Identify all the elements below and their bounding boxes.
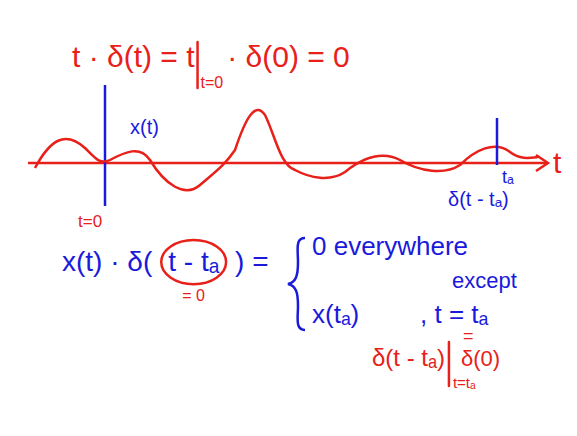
case-brace xyxy=(288,238,305,330)
formula-text: , t = tₐ xyxy=(420,300,488,330)
evaluation-bar xyxy=(448,342,451,386)
formula-text: t=0 xyxy=(201,74,224,92)
signal-curve xyxy=(35,110,538,190)
formula-text: t · δ(t) = t xyxy=(72,40,195,75)
formula-text: ) = xyxy=(235,246,268,278)
formula-text: x(tₐ) xyxy=(312,300,359,330)
formula-text: x(t) xyxy=(130,116,159,139)
formula-text: x(t) · δ( xyxy=(62,246,152,278)
formula-text: t - tₐ xyxy=(168,246,219,278)
highlight-circle xyxy=(161,240,226,284)
formula-text: except xyxy=(452,268,517,293)
formula-text: δ(t - tₐ) xyxy=(372,344,445,372)
formula-text: tₐ xyxy=(502,167,514,188)
formula-text: = xyxy=(463,326,474,347)
formula-text: t=0 xyxy=(78,212,102,232)
formula-text: 0 everywhere xyxy=(312,232,468,262)
formula-text: t=tₐ xyxy=(453,374,476,391)
formula-text: · δ(0) = 0 xyxy=(227,40,350,75)
formula-text: t xyxy=(553,146,561,181)
impulse-line xyxy=(496,118,499,165)
formula-text: = 0 xyxy=(182,287,205,305)
formula-text: δ(t - tₐ) xyxy=(448,188,509,211)
formula-text: δ(0) xyxy=(461,346,500,371)
evaluation-bar xyxy=(196,42,199,88)
origin-line xyxy=(104,85,107,206)
